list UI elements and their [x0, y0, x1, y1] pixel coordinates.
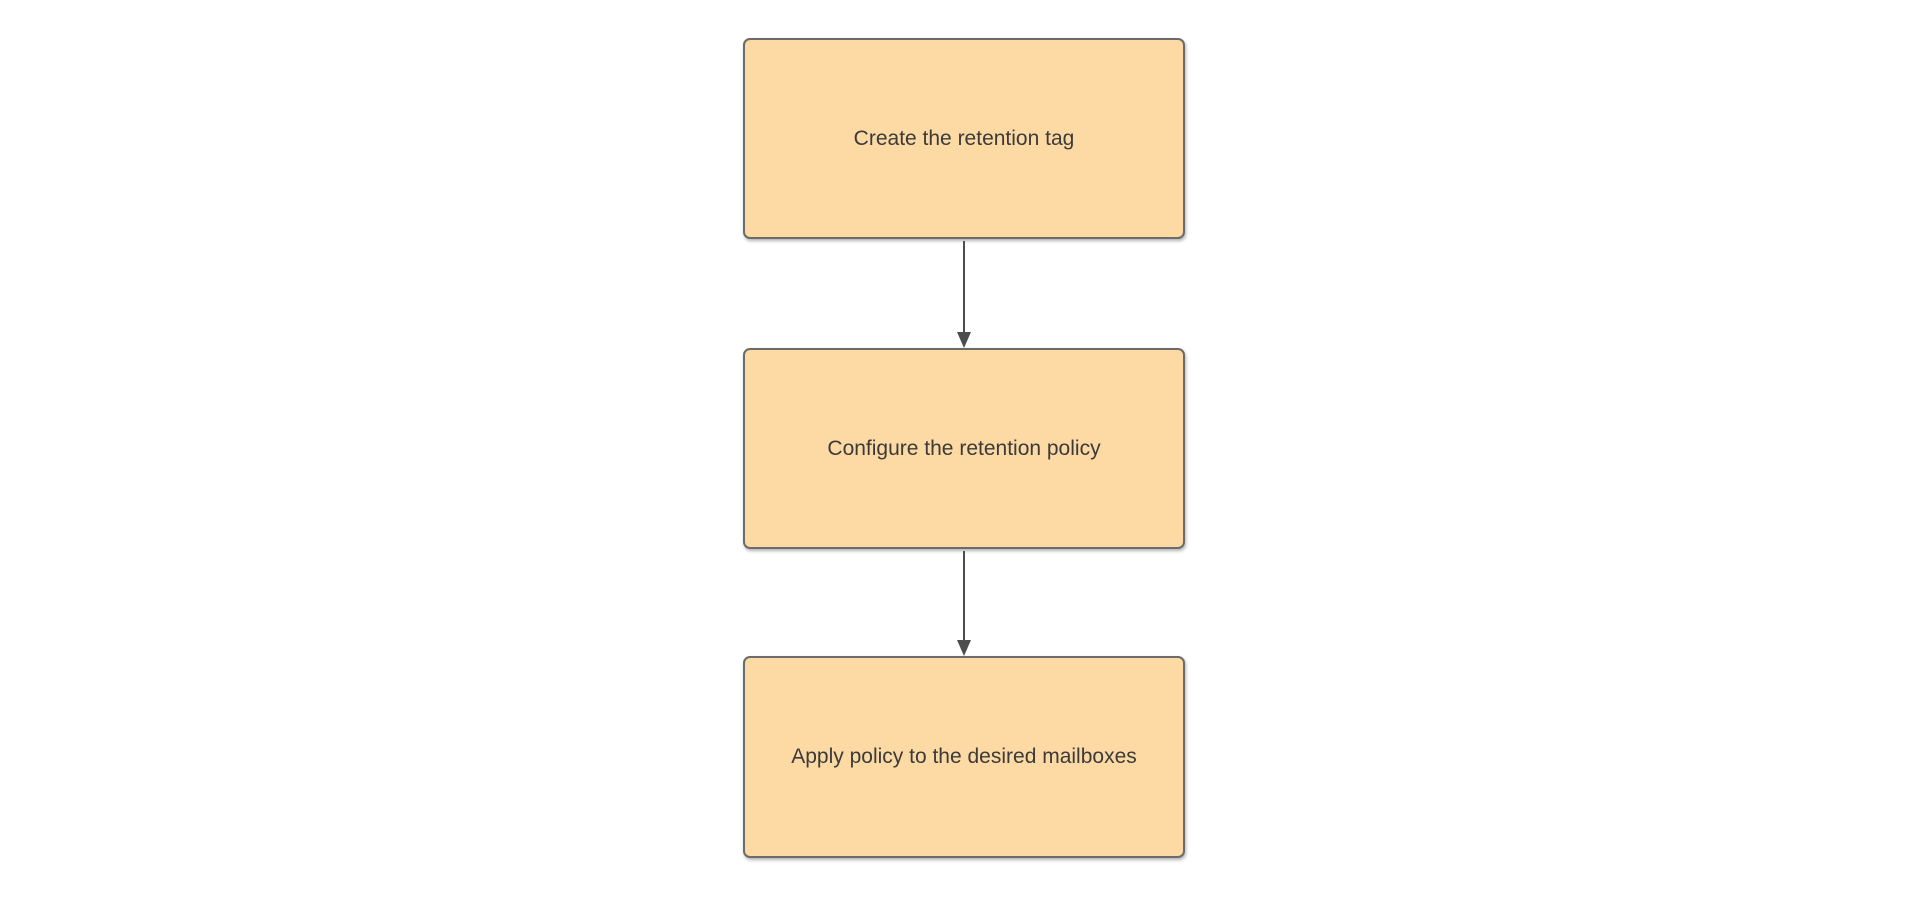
arrowhead-down-icon: [957, 332, 971, 348]
node-label-configure-retention-policy: Configure the retention policy: [827, 436, 1101, 460]
flowchart-node-apply-policy-to-mailboxes: Apply policy to the desired mailboxes: [743, 656, 1185, 858]
arrowhead-down-icon: [957, 640, 971, 656]
flowchart-node-create-retention-tag: Create the retention tag: [743, 38, 1185, 239]
node-label-apply-policy-to-mailboxes: Apply policy to the desired mailboxes: [791, 745, 1137, 768]
node-label-create-retention-tag: Create the retention tag: [853, 126, 1075, 150]
flowchart-node-configure-retention-policy: Configure the retention policy: [743, 348, 1185, 549]
connector-line: [963, 551, 965, 643]
connector-line: [963, 241, 965, 335]
connector-node2-to-node3: [956, 551, 972, 656]
connector-node1-to-node2: [956, 241, 972, 348]
